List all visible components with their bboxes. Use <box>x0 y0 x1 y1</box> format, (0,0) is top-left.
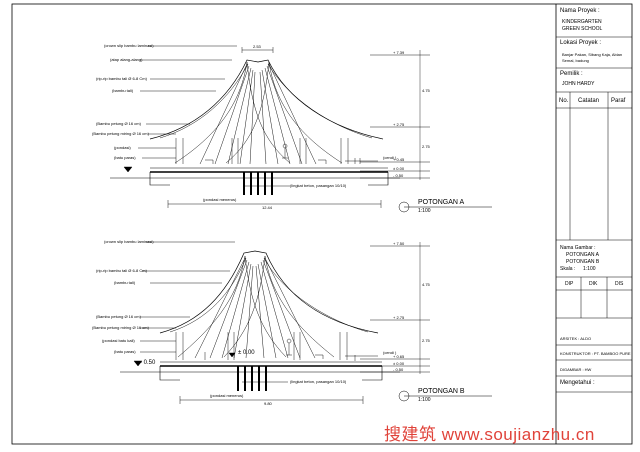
owner-name: JOHN HARDY <box>562 81 595 87</box>
sheet-border <box>11 3 633 445</box>
section-a-level-5: - 0.50 <box>393 173 404 178</box>
section-b-level-2: + 2.75 <box>393 315 405 320</box>
section-a-level-2: + 2.75 <box>393 122 405 127</box>
section-a-overall-dim-line <box>167 200 382 208</box>
project-name-line2: GREEN SCHOOL <box>562 26 603 32</box>
section-a-level-4: ± 0.00 <box>393 166 405 171</box>
section-b-level-4: ± 0.00 <box>393 361 405 366</box>
col-initial-header: Paraf <box>611 98 626 104</box>
section-b-leader-5: (Bambu petung miring Ø 16 cm) <box>92 325 149 330</box>
location-label: Lokasi Proyek : <box>560 40 602 46</box>
section-a-top-dim: 2.53 <box>253 44 261 49</box>
scale-value: 1:100 <box>583 266 596 272</box>
section-b-level-1: + 7.50 <box>393 241 405 246</box>
section-a-leader-6: (Bambu petung miring Ø 16 cm) <box>92 131 149 136</box>
drawing-name-line1: POTONGAN A <box>566 252 599 258</box>
architect: ARSITEK : ALDO <box>560 336 592 341</box>
section-b-leader-2: (rip-rip bambu tali Ø 6-8 Cm) <box>96 268 147 273</box>
section-b-level-5: - 0.50 <box>393 367 404 372</box>
drawn-by: DIGAMBAR : HW <box>560 367 592 372</box>
drawing-name-label: Nama Gambar : <box>560 245 596 251</box>
approved-label: Mengetahui : <box>560 380 595 386</box>
section-b-height-dim-1: 4.75 <box>422 282 430 287</box>
section-b-bottom-label-2: (lingkat beton, pasangan 10/10) <box>290 379 347 384</box>
section-b-leader-4: (Bambu petung Ø 16 cm) <box>96 314 141 319</box>
section-b-overall-dim: 9.80 <box>264 401 272 406</box>
section-b-leader-6: (pondasi batu kali) <box>102 338 135 343</box>
section-a-right-label: (cendi ) <box>383 155 397 160</box>
section-b-left-level: - 0.50 <box>140 360 156 366</box>
section-b-leader-7: (batu paras) <box>114 349 136 354</box>
section-b-inner-level: ± 0.00 <box>238 350 255 356</box>
owner-label: Pemilik : <box>560 71 583 77</box>
section-b <box>120 241 492 404</box>
col-no-header: No. <box>559 98 569 104</box>
project-name-label: Nama Proyek : <box>560 8 600 14</box>
contractor: KONSTRUKTOR : PT. BAMBOO PURE <box>560 351 631 356</box>
section-a-roof-outline <box>149 59 384 140</box>
drawing-name-line2: POTONGAN B <box>566 259 600 265</box>
stamp-dis: DIS <box>615 281 624 287</box>
section-a-height-dim-1: 4.75 <box>422 88 430 93</box>
section-b-level-3: + 0.65 <box>393 354 405 359</box>
section-a-leader-1: (crown slip bambu laminasi) <box>104 43 154 48</box>
stamp-dip: DIP <box>565 281 574 287</box>
section-a-level-3: + 0.45 <box>393 157 405 162</box>
project-name-line1: KINDERGARTEN <box>562 19 602 25</box>
section-a-leader-3: (rip-rip bambu tali Ø 6-8 Cm) <box>96 76 147 81</box>
section-b-roof-outline <box>159 250 379 334</box>
section-a-bottom-label-2: (lingkat beton, pasangan 10/10) <box>290 183 347 188</box>
title-block-grid <box>556 36 632 393</box>
section-a-title: POTONGAN A <box>418 199 465 206</box>
section-b-leader-1: (crown slip bambu laminasi) <box>104 239 154 244</box>
section-b-overall-dim-line <box>179 396 364 404</box>
location-line1: Banjar Pakan, Sibang Kaja, Abian <box>562 52 623 57</box>
section-a-scale: 1:100 <box>418 208 431 214</box>
section-b-height-dim-2: 2.75 <box>422 338 430 343</box>
section-a-leader-2: (atap alang-alang) <box>110 57 143 62</box>
stamp-dik: DIK <box>589 281 598 287</box>
section-b-bottom-label-1: (pondasi menerus) <box>210 393 244 398</box>
section-b-piles <box>237 366 267 391</box>
section-a-leader-4: (bambu tali) <box>112 88 134 93</box>
scale-label: Skala : <box>560 266 576 272</box>
section-b-scale: 1:100 <box>418 397 431 403</box>
section-a-height-dim-2: 2.75 <box>422 144 430 149</box>
section-b-right-label: (cendi ) <box>383 350 397 355</box>
section-a-leader-8: (batu paras) <box>114 155 136 160</box>
section-a-level-1: + 7.39 <box>393 50 405 55</box>
section-a-leader-7: (pondasi) <box>114 145 131 150</box>
col-notes-header: Catatan <box>578 98 600 104</box>
section-a-leader-5: (Bambu petung Ø 16 cm) <box>96 121 141 126</box>
section-a <box>110 45 492 213</box>
section-b-leader-3: (bambu tali) <box>114 280 136 285</box>
section-a-bottom-label-1: (pondasi menerus) <box>203 197 237 202</box>
location-line2: Semal, badung <box>562 58 589 63</box>
section-a-overall-dim: 12.44 <box>262 205 273 210</box>
section-b-title: POTONGAN B <box>418 388 465 395</box>
section-a-piles <box>243 172 273 195</box>
watermark: 搜建筑 www.soujianzhu.cn <box>384 425 595 444</box>
